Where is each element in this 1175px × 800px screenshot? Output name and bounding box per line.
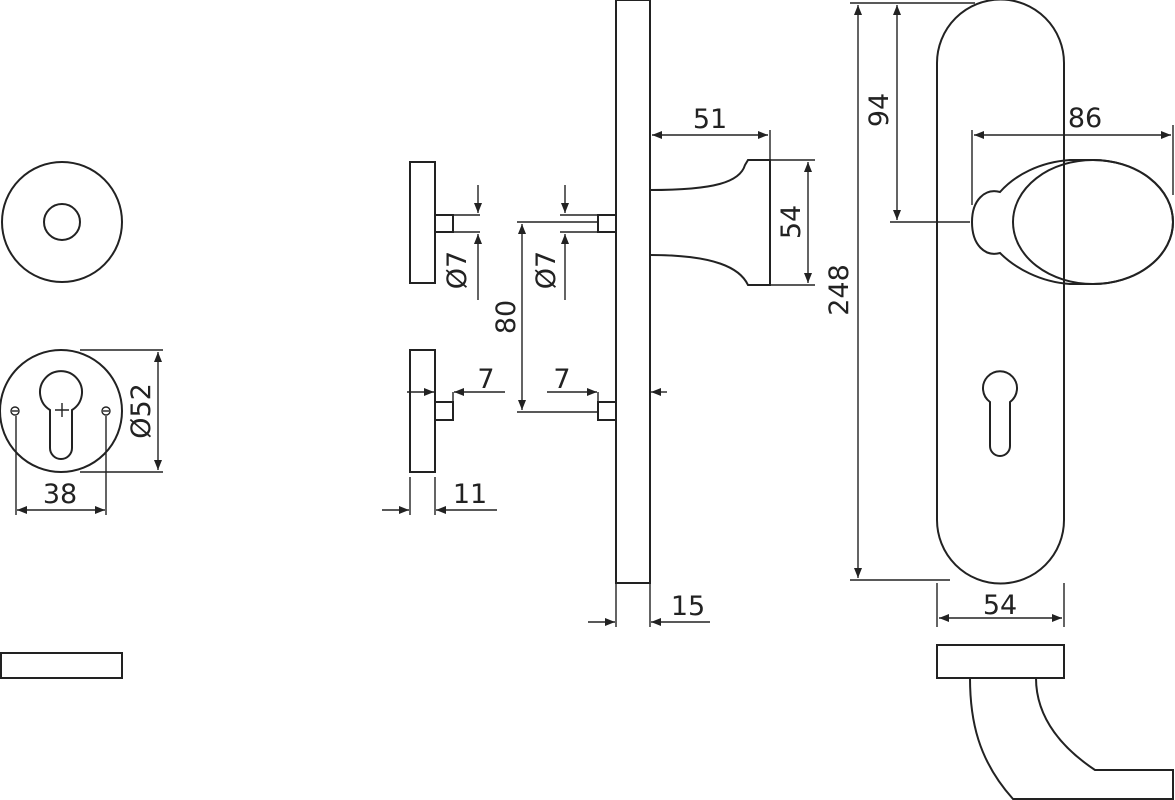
dim-label-screw-spacing: 38 xyxy=(43,479,77,510)
dim-label-spindle-diameter-rose: Ø7 xyxy=(442,251,473,289)
dim-knob-width: 86 xyxy=(971,103,1174,205)
dim-label-spindle-spacing: 80 xyxy=(491,300,522,334)
dim-knob-projection: 51 xyxy=(652,104,771,160)
dim-plate-width: 54 xyxy=(936,583,1065,627)
rose-side-top: Ø7 xyxy=(409,161,482,300)
rose-side-view xyxy=(0,652,123,679)
dim-label-knob-diameter: 54 xyxy=(776,205,807,239)
dim-knob-diameter: 54 xyxy=(770,159,815,286)
dim-plate-thickness: 15 xyxy=(588,583,710,627)
dim-label-knob-center-height: 94 xyxy=(864,93,895,127)
dim-label-rose-diameter: Ø52 xyxy=(126,383,157,439)
dim-knob-center-height: 94 xyxy=(864,4,970,223)
dim-label-spindle-diameter-plate: Ø7 xyxy=(531,251,562,289)
dim-label-knob-projection: 51 xyxy=(693,104,727,135)
dim-label-knob-width: 86 xyxy=(1068,103,1102,134)
dim-spindle-plate: Ø7 80 7 xyxy=(491,185,667,413)
dim-label-spindle-length-plate: 7 xyxy=(553,364,570,395)
cylinder-rose-front xyxy=(0,349,123,473)
plain-rose-front xyxy=(1,161,123,283)
lever-top-view xyxy=(936,644,1174,800)
plate-front-view xyxy=(936,0,1174,585)
plate-side-view xyxy=(597,0,771,584)
dim-rose-diameter: Ø52 xyxy=(80,349,163,473)
dim-label-spindle-length-rose: 7 xyxy=(477,364,494,395)
dim-plate-height: 248 xyxy=(824,2,975,581)
dim-label-rose-thickness: 11 xyxy=(453,479,487,510)
rose-side-bottom: 7 11 xyxy=(382,349,505,515)
dim-label-plate-height: 248 xyxy=(824,264,855,316)
dim-label-plate-thickness: 15 xyxy=(671,591,705,622)
dim-screw-spacing: 38 xyxy=(15,416,107,515)
dim-label-plate-width: 54 xyxy=(983,590,1017,621)
